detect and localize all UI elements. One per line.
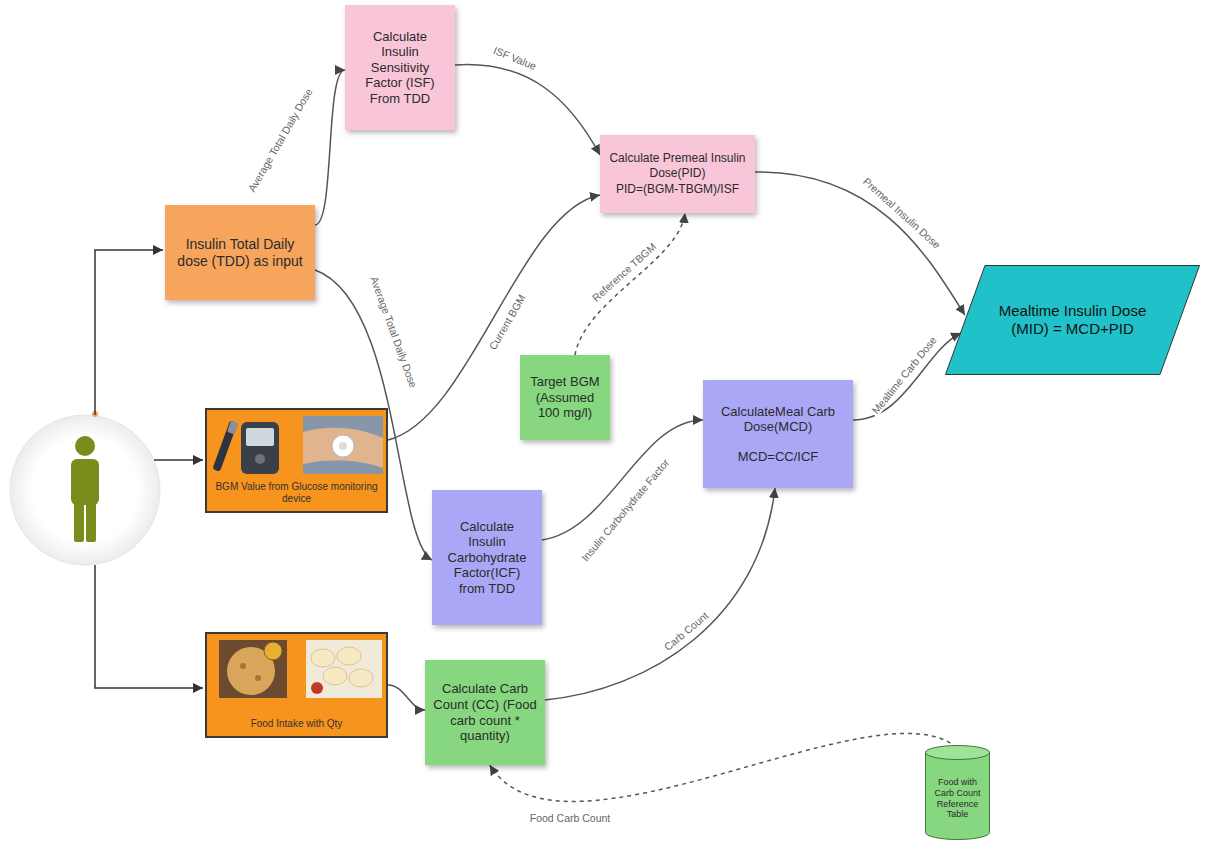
chapati-spot: [255, 675, 261, 681]
parallelogram-shape: [946, 266, 1200, 375]
cylinder-body: [926, 752, 990, 840]
input-box: BGM Value from Glucose monitoring device: [205, 408, 388, 513]
node-text: Calculate Premeal Insulin Dose(PID): [607, 151, 748, 180]
connector-arrow: [575, 213, 685, 355]
cylinder-top: [926, 746, 990, 760]
person-leg: [86, 500, 96, 542]
connector-arrow: [755, 172, 965, 315]
glucometer: [241, 422, 279, 474]
node-text: Food with Carb Count Reference Table: [928, 777, 987, 820]
momo: [337, 647, 361, 665]
curry-bowl: [264, 642, 282, 660]
constant-note: Target BGM (Assumed 100 mg/l): [520, 355, 610, 440]
person-body: [71, 459, 99, 505]
momo: [311, 649, 335, 667]
edge-label: Reference TBGM: [588, 239, 660, 305]
momo: [323, 667, 347, 685]
connector-arrow: [490, 733, 957, 801]
process-note: Calculate Carb Count (CC) (Food carb cou…: [425, 660, 545, 765]
arm: [303, 428, 383, 468]
node-text: Calculate Carb Count (CC) (Food carb cou…: [433, 681, 537, 743]
node-text: Mealtime Insulin Dose (MID) = MCD+PID: [995, 302, 1150, 338]
plate-ground: [306, 640, 382, 698]
connector-arrow: [853, 333, 961, 420]
node-text: Calculate Insulin Sensitivity Factor (IS…: [353, 29, 447, 107]
edge-label: Mealtime Carb Dose: [868, 332, 940, 417]
photo-ground: [303, 416, 383, 474]
connector-arrow: [315, 70, 345, 225]
person-head: [75, 436, 95, 456]
person-leg: [74, 500, 84, 542]
connector-arrow: [388, 685, 425, 710]
sauce-bowl: [311, 682, 323, 694]
edge-label: Average Total Daily Dose: [368, 273, 421, 391]
input-note: Insulin Total Daily dose (TDD) as input: [165, 205, 315, 300]
edge-label: ISF Value: [490, 43, 540, 73]
edge-label: Premeal Insulin Dose: [859, 174, 944, 252]
process-note: Calculate Premeal Insulin Dose(PID) PID=(…: [600, 135, 755, 213]
output-parallelogram: Mealtime Insulin Dose (MID) = MCD+PID: [945, 265, 1200, 375]
momo: [349, 669, 373, 687]
node-text: Target BGM (Assumed 100 mg/l): [526, 374, 604, 421]
input-arrow: [154, 459, 203, 461]
cgm-sensor-core: [339, 442, 347, 450]
node-text: Insulin Total Daily dose (TDD) as input: [175, 236, 305, 270]
edge-label: Insulin Carbohydrate Factor: [577, 455, 672, 565]
database-cylinder: Food with Carb Count Reference Table: [925, 745, 990, 840]
insulin-pen: [212, 420, 237, 472]
input-box: Food Intake with Qty: [205, 632, 388, 738]
connector-arrow: [545, 488, 775, 700]
pen-cap: [227, 421, 239, 435]
process-note: Calculate Insulin Carbohydrate Factor(IC…: [432, 490, 542, 625]
node-text: CalculateMeal Carb Dose(MCD): [711, 404, 845, 435]
cgm-sensor: [332, 435, 354, 457]
process-note: Calculate Insulin Sensitivity Factor (IS…: [345, 5, 455, 130]
node-text: PID=(BGM-TBGM)/ISF: [607, 182, 748, 196]
glucometer-screen: [246, 428, 274, 446]
table-ground: [219, 640, 287, 698]
glucose-device-picture: [211, 414, 386, 476]
edge-label: Average Total Daily Dose: [244, 84, 315, 195]
node-text: MCD=CC/ICF: [711, 449, 845, 465]
node-text: Food Intake with Qty: [213, 718, 380, 730]
node-text: Calculate Insulin Carbohydrate Factor(IC…: [440, 519, 534, 597]
input-arrow: [95, 250, 163, 415]
input-arrow: [95, 565, 203, 688]
process-note: CalculateMeal Carb Dose(MCD) MCD=CC/ICF: [703, 380, 853, 488]
edge-label: Food Carb Count: [528, 812, 613, 824]
chapati-spot: [240, 663, 246, 669]
node-text: BGM Value from Glucose monitoring device: [213, 481, 380, 505]
glucometer-button: [255, 454, 265, 464]
person-circle: [10, 415, 160, 565]
food-picture: [211, 638, 386, 700]
connector-arrow: [455, 65, 600, 155]
